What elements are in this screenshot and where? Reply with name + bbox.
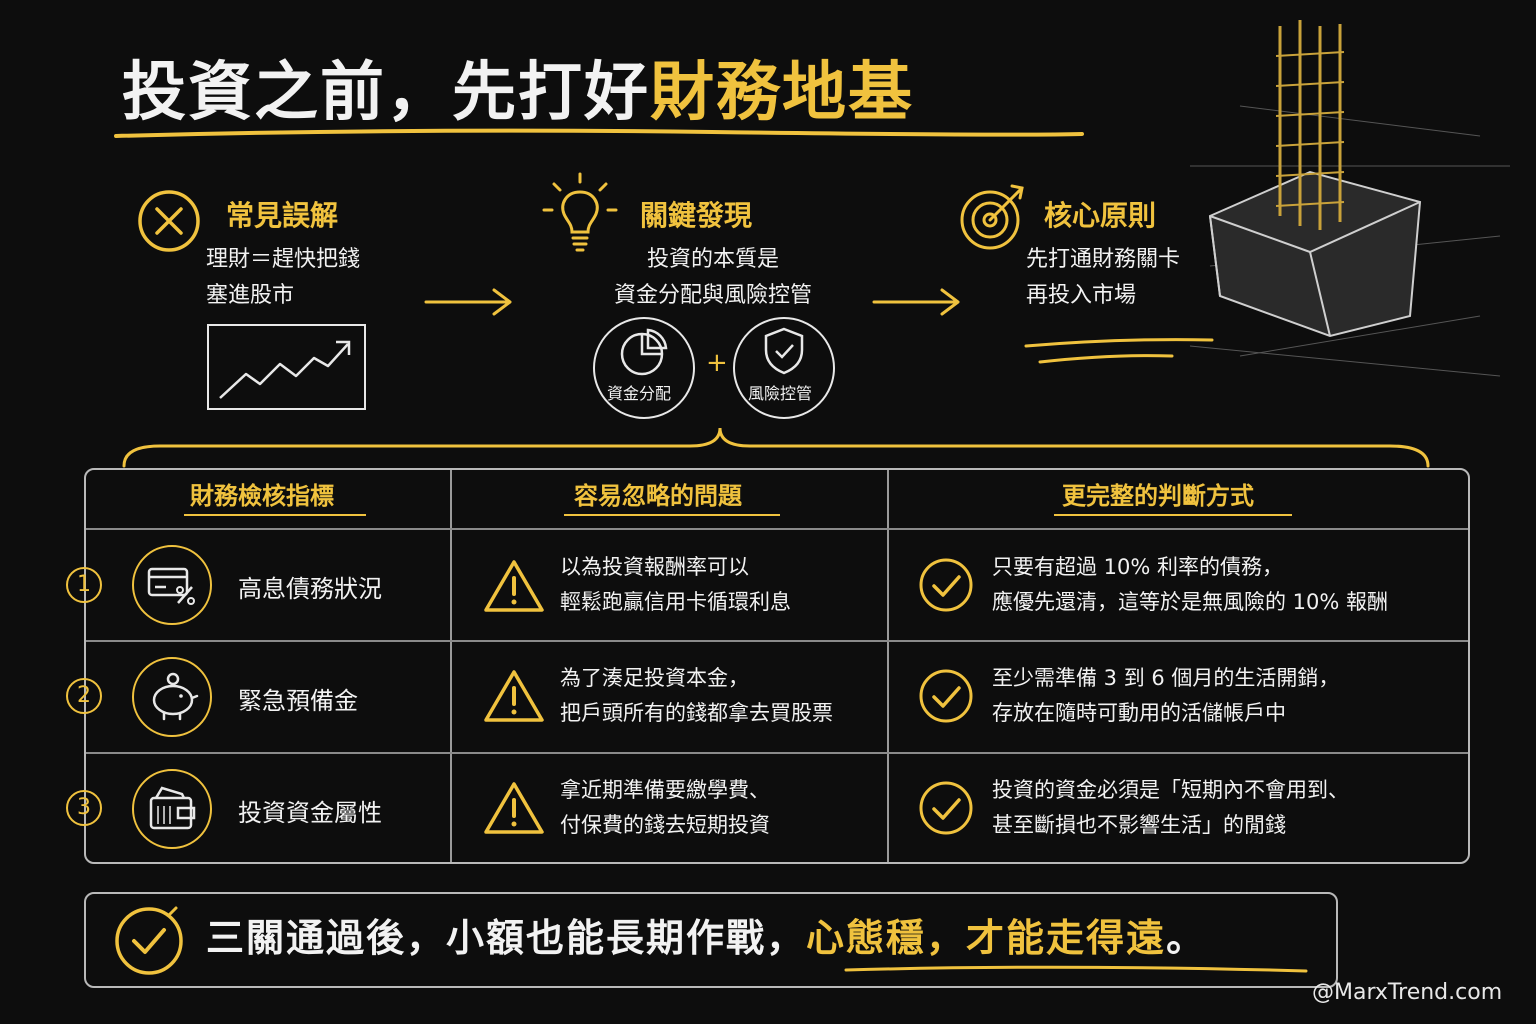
misconception-line-1: 理財＝趕快把錢 (206, 247, 361, 272)
table-divider (86, 752, 1468, 754)
row-problem: 以為投資報酬率可以 輕鬆跑贏信用卡循環利息 (560, 550, 791, 620)
row-number: 2 (66, 678, 102, 714)
solution-line: 甚至斷損也不影響生活」的閒錢 (992, 813, 1286, 837)
problem-line: 付保費的錢去短期投資 (560, 813, 770, 837)
solution-line: 投資的資金必須是「短期內不會用到、 (992, 778, 1349, 802)
row-problem: 拿近期準備要繳學費、 付保費的錢去短期投資 (560, 773, 770, 843)
problem-line: 拿近期準備要繳學費、 (560, 778, 770, 802)
misconception-line-2: 塞進股市 (206, 283, 295, 308)
principle-line-2: 再投入市場 (1026, 283, 1137, 308)
row-problem: 為了湊足投資本金， 把戶頭所有的錢都拿去買股票 (560, 661, 833, 731)
finding-heading: 關鍵發現 (640, 199, 753, 232)
foundation-illustration (1189, 20, 1510, 377)
warning-icon (484, 782, 544, 834)
page-title: 投資之前，先打好財務地基 (122, 48, 914, 138)
target-icon (960, 184, 1024, 250)
problem-line: 以為投資報酬率可以 (560, 555, 749, 579)
title-prefix: 投資之前，先打好 (122, 56, 650, 130)
brace-connector (122, 427, 1430, 468)
arrow-right-icon (424, 288, 512, 316)
check-circle-icon (919, 558, 973, 612)
plus-sign: + (706, 348, 728, 378)
close-circle-icon (138, 190, 200, 252)
arrow-right-icon-2 (872, 288, 960, 316)
watermark: @MarxTrend.com (1312, 980, 1503, 1005)
footer-highlight-1: 心態穩 (806, 916, 927, 960)
principle-line-1: 先打通財務關卡 (1026, 247, 1181, 272)
table-divider (450, 470, 452, 862)
solution-line: 應優先還清，這等於是無風險的 10% 報酬 (992, 590, 1389, 614)
row-label: 高息債務狀況 (238, 575, 382, 603)
misconception-text: 理財＝趕快把錢 塞進股市 (206, 242, 360, 314)
shield-check-icon (764, 327, 804, 375)
credit-card-percent-icon (147, 567, 195, 605)
solution-line: 只要有超過 10% 利率的債務， (992, 555, 1284, 579)
table-divider (887, 470, 889, 862)
table-header-problem: 容易忽略的問題 (574, 482, 742, 510)
table-divider (86, 640, 1468, 642)
principle-heading: 核心原則 (1044, 199, 1157, 232)
footer-message: 三關通過後，小額也能長期作戰，心態穩，才能走得遠。 (206, 908, 1206, 968)
row-icon-frame (132, 545, 212, 625)
row-number: 1 (66, 567, 102, 603)
stock-chart-icon (207, 324, 366, 410)
piggy-bank-icon (152, 672, 199, 721)
problem-line: 為了湊足投資本金， (560, 666, 749, 690)
footer-highlight-2: 才能走得遠 (966, 916, 1167, 960)
pie-chart-icon (620, 328, 668, 376)
row-solution: 只要有超過 10% 利率的債務， 應優先還清，這等於是無風險的 10% 報酬 (992, 550, 1388, 620)
table-header-indicator: 財務檢核指標 (190, 482, 334, 510)
row-solution: 至少需準備 3 到 6 個月的生活開銷， 存放在隨時可動用的活儲帳戶中 (992, 661, 1339, 731)
problem-line: 輕鬆跑贏信用卡循環利息 (560, 590, 791, 614)
check-circle-icon (919, 781, 973, 835)
warning-icon (484, 560, 544, 612)
title-underline (114, 128, 1084, 138)
wallet-icon (149, 786, 196, 830)
row-label: 投資資金屬性 (238, 799, 382, 827)
check-circle-icon (115, 906, 183, 975)
title-highlight: 財務地基 (650, 56, 914, 130)
finding-text: 投資的本質是 資金分配與風險控管 (600, 242, 826, 314)
solution-line: 至少需準備 3 到 6 個月的生活開銷， (992, 666, 1340, 690)
footer-prefix: 三關通過後，小額也能長期作戰， (206, 916, 807, 960)
problem-line: 把戶頭所有的錢都拿去買股票 (560, 701, 833, 725)
allocation-label: 資金分配 (607, 384, 672, 403)
solution-line: 存放在隨時可動用的活儲帳戶中 (992, 701, 1286, 725)
warning-icon (484, 670, 544, 722)
footer-middle: ， (926, 916, 967, 960)
finding-line-2: 資金分配與風險控管 (613, 283, 812, 308)
table-header-solution: 更完整的判斷方式 (1062, 482, 1254, 510)
finding-circles (593, 317, 835, 419)
check-circle-icon (919, 669, 973, 723)
footer-banner (84, 892, 1338, 988)
misconception-heading: 常見誤解 (226, 199, 339, 232)
header-underlines (184, 514, 1292, 516)
row-number: 3 (66, 790, 102, 826)
principle-text: 先打通財務關卡 再投入市場 (1026, 242, 1180, 314)
lightbulb-icon (542, 172, 618, 252)
risk-control-label: 風險控管 (748, 384, 813, 403)
principle-underline (1024, 338, 1214, 364)
row-label: 緊急預備金 (238, 687, 358, 715)
row-solution: 投資的資金必須是「短期內不會用到、 甚至斷損也不影響生活」的閒錢 (992, 773, 1349, 843)
footer-underline (844, 965, 1308, 973)
financial-check-table (84, 468, 1470, 864)
footer-suffix: 。 (1166, 916, 1207, 960)
finding-line-1: 投資的本質是 (646, 247, 779, 272)
row-icon-frame (132, 769, 212, 849)
row-icon-frame (132, 657, 212, 737)
table-divider (86, 528, 1468, 530)
